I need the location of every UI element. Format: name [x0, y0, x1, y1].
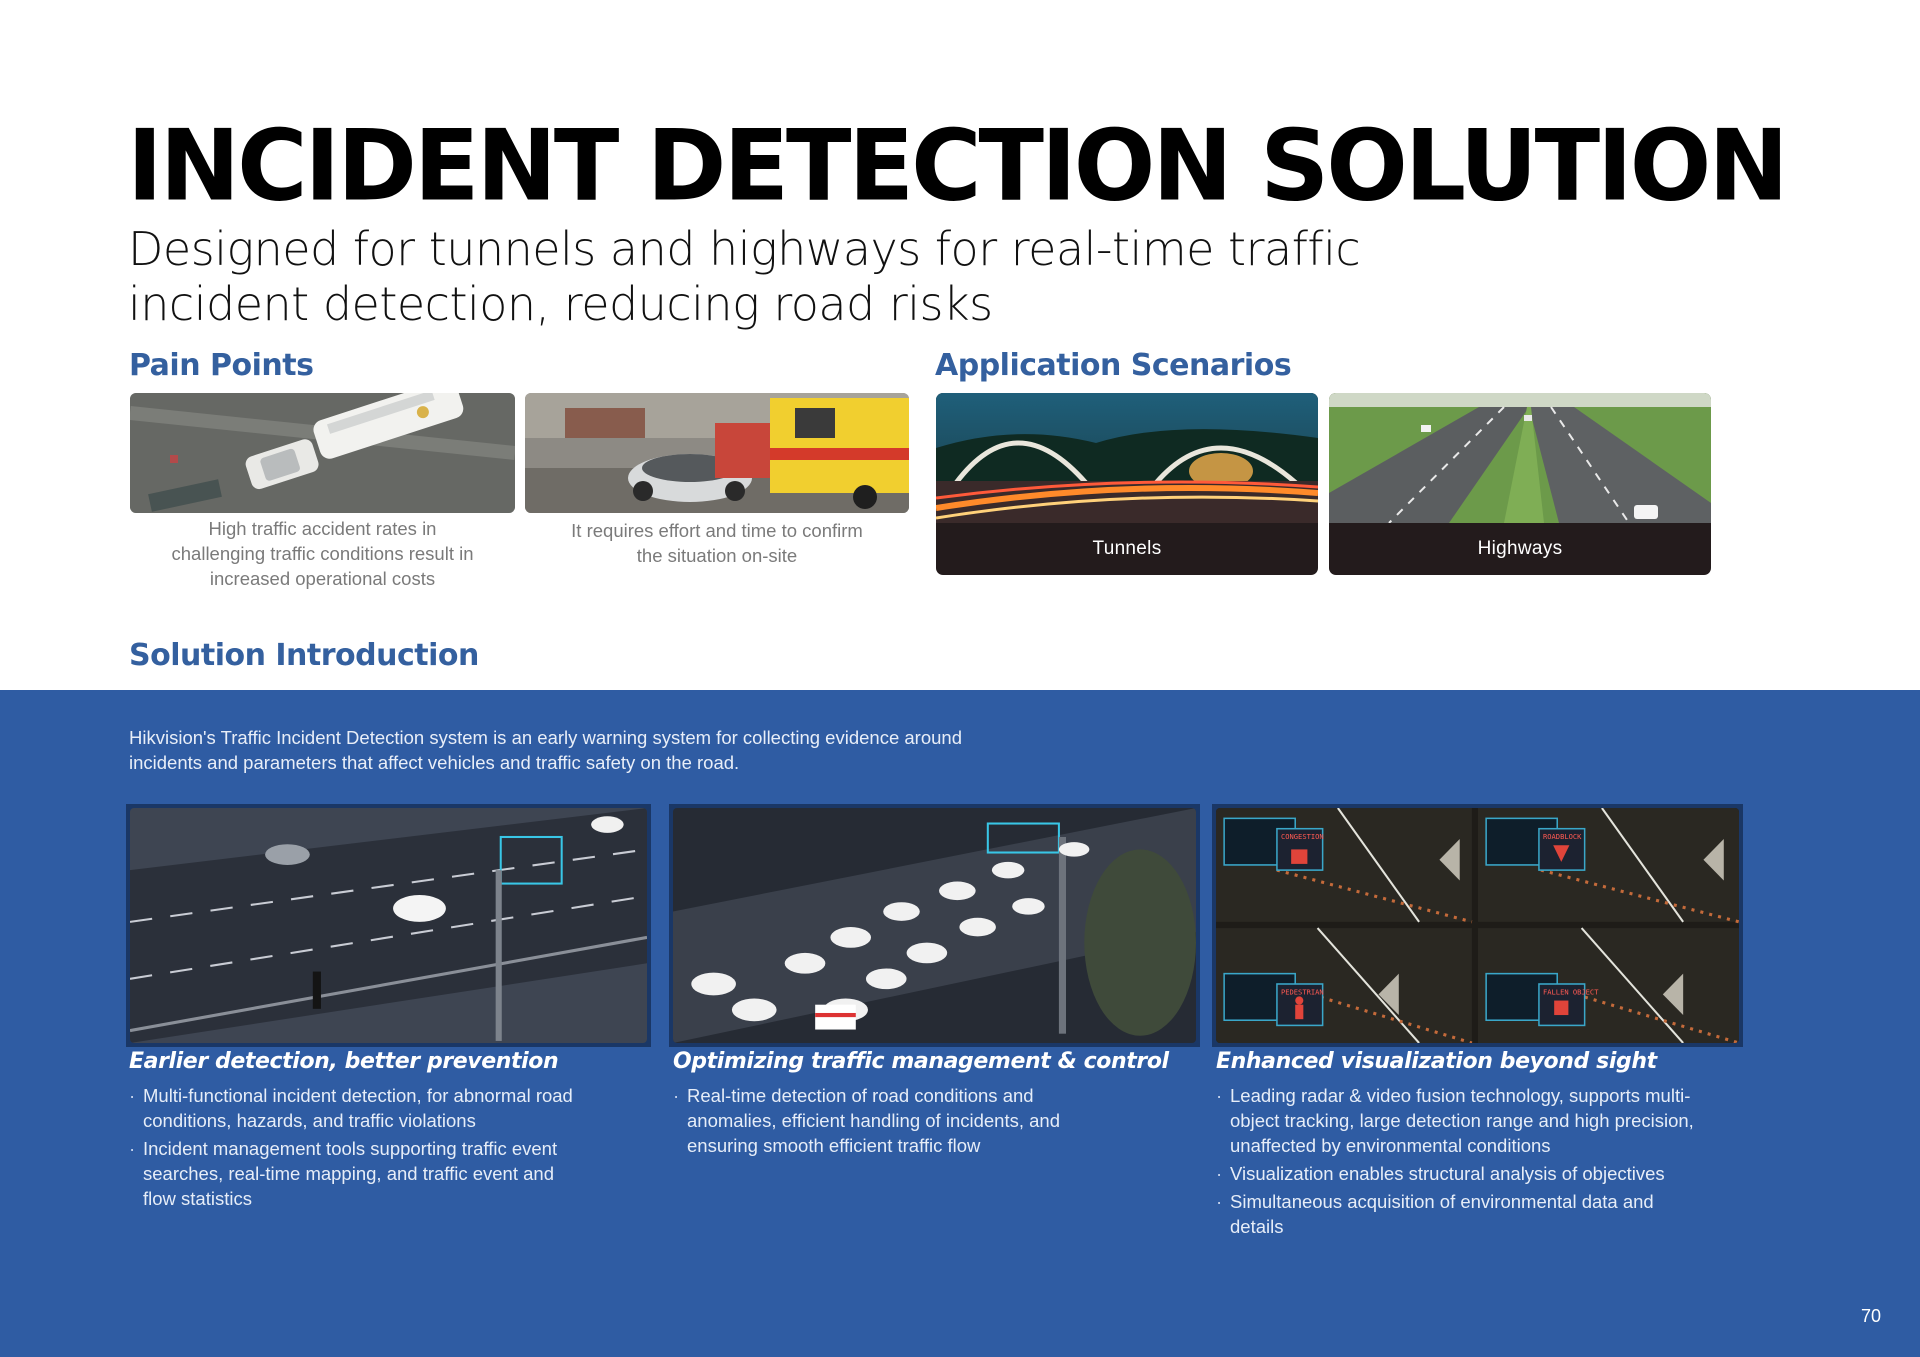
- scenario-card-tunnels: Tunnels: [936, 393, 1318, 575]
- monitor-tag: CONGESTION: [1281, 832, 1324, 841]
- page-number: 70: [1860, 1306, 1881, 1326]
- feature-bullet-list: Multi-functional incident detection, for…: [129, 1083, 589, 1214]
- monitor-tag: ROADBLOCK: [1543, 832, 1582, 841]
- monitor-tag: FALLEN OBJECT: [1543, 987, 1599, 996]
- page-subtitle: Designed for tunnels and highways for re…: [128, 222, 1361, 331]
- feature-image-frame: CONGESTION ROADBLOCK PEDESTRIAN FALLEN O…: [1212, 804, 1743, 1047]
- pain-point-caption: It requires effort and time to confirm t…: [571, 520, 863, 566]
- feature-image-frame: [669, 804, 1200, 1047]
- scenario-label-highways: Highways: [1477, 538, 1563, 559]
- feature-image-frame: [126, 804, 651, 1047]
- pedestrian-on-highway-render: [130, 808, 647, 1043]
- feature-bullet: Incident management tools supporting tra…: [129, 1136, 589, 1211]
- solution-introduction-heading: Solution Introduction: [129, 638, 479, 673]
- page-title: INCIDENT DETECTION SOLUTION: [127, 108, 1789, 224]
- feature-bullet: Simultaneous acquisition of environmenta…: [1216, 1189, 1696, 1239]
- feature-title: Enhanced visualization beyond sight: [1216, 1049, 1657, 1074]
- feature-bullet: Leading radar & video fusion technology,…: [1216, 1083, 1696, 1158]
- overturned-car-ambulance-photo: [525, 393, 909, 513]
- feature-bullet: Visualization enables structural analysi…: [1216, 1161, 1696, 1186]
- highway-aerial-photo: [1329, 393, 1711, 523]
- tunnel-night-photo: [936, 393, 1318, 523]
- feature-title: Earlier detection, better prevention: [129, 1049, 559, 1074]
- feature-bullet-list: Leading radar & video fusion technology,…: [1216, 1083, 1696, 1242]
- scenario-label-tunnels: Tunnels: [1092, 538, 1162, 559]
- feature-bullet: Multi-functional incident detection, for…: [129, 1083, 589, 1133]
- traffic-jam-render: [673, 808, 1196, 1043]
- feature-bullet: Real-time detection of road conditions a…: [673, 1083, 1103, 1158]
- monitor-tag: PEDESTRIAN: [1281, 987, 1324, 996]
- scenario-card-highways: Highways: [1329, 393, 1711, 575]
- pain-point-caption: High traffic accident rates in challengi…: [171, 518, 474, 589]
- application-scenarios-heading: Application Scenarios: [935, 348, 1292, 383]
- solution-intro-text: Hikvision's Traffic Incident Detection s…: [129, 727, 962, 773]
- tunnel-monitoring-grid: CONGESTION ROADBLOCK PEDESTRIAN FALLEN O…: [1216, 808, 1739, 1043]
- pain-points-heading: Pain Points: [129, 348, 314, 383]
- aerial-collision-photo: [130, 393, 515, 513]
- feature-bullet-list: Real-time detection of road conditions a…: [673, 1083, 1103, 1161]
- feature-title: Optimizing traffic management & control: [673, 1049, 1169, 1074]
